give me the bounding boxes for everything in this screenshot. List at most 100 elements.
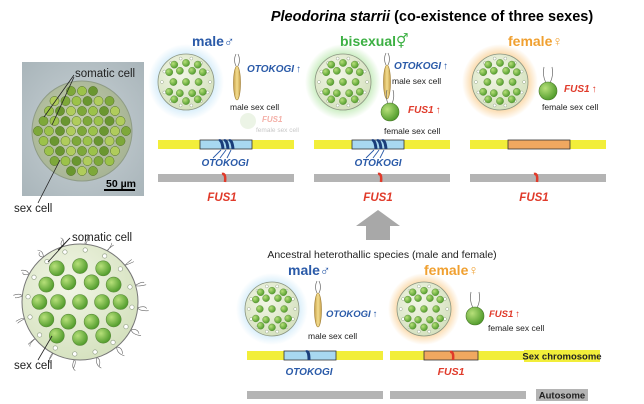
drawing-label-somatic: somatic cell — [72, 232, 132, 244]
photo-cell — [99, 146, 109, 156]
top-male-sex-cell — [233, 65, 241, 101]
top-bisexual-female-flagella — [385, 89, 395, 105]
legend-sex-chromosome: Sex chromosome — [522, 352, 601, 363]
top-female-fus1-mark — [533, 172, 539, 183]
sex-cell — [31, 294, 48, 310]
somatic-cell — [189, 103, 194, 108]
sex-cell — [105, 276, 122, 293]
photo-cell — [66, 106, 76, 116]
ancestral-male-chrom-gene: OTOKOGI — [285, 367, 332, 378]
flagellum — [96, 357, 102, 369]
somatic-cell — [427, 284, 431, 289]
somatic-cell — [492, 56, 497, 61]
photo-cell — [88, 166, 98, 176]
photo-cell — [77, 86, 87, 96]
photo-cell — [71, 116, 82, 126]
photo-cell — [71, 156, 82, 166]
sex-cell — [484, 60, 493, 69]
flagellum — [124, 259, 134, 266]
sex-cell — [194, 78, 203, 86]
top-female-panel: female♀ FUS1↑ female sex cell FUS1 — [462, 33, 606, 204]
sex-cell — [274, 316, 282, 324]
somatic-cell — [417, 284, 421, 289]
photo-cell — [104, 156, 115, 166]
sex-cell — [198, 87, 207, 96]
photo-cell — [104, 96, 115, 106]
sex-cell — [326, 78, 335, 86]
sex-cell — [262, 316, 270, 324]
sex-cell — [420, 305, 428, 313]
sex-cell — [60, 313, 77, 330]
ancestral-female-panel: female♀ FUS1↑ female sex cell FUS1 — [388, 262, 544, 399]
photo-cell — [44, 126, 54, 136]
photo-cell — [99, 106, 109, 116]
flagellum — [135, 281, 147, 287]
top-bisexual-fus1-mark — [377, 172, 383, 183]
sex-cell — [431, 322, 440, 330]
photo-cell — [82, 156, 93, 166]
photo-cell — [110, 146, 120, 156]
photo-cell — [49, 116, 60, 126]
sex-cell — [479, 68, 488, 77]
sex-cell — [284, 314, 292, 323]
top-male-panel: male♂ OTOKOGI↑ male sex cell FUS1 female… — [148, 33, 301, 204]
ancestral-male-otokogi-mark — [305, 350, 311, 361]
somatic-cell — [208, 80, 212, 84]
sex-cell — [432, 305, 440, 313]
somatic-cell — [129, 304, 135, 310]
sex-cell — [496, 78, 504, 86]
photo-cell — [82, 136, 93, 146]
sex-cell — [112, 294, 129, 310]
sex-cell — [355, 87, 364, 96]
figure-title: Pleodorina starrii(co-existence of three… — [271, 9, 593, 25]
photo-label-somatic: somatic cell — [75, 68, 135, 80]
somatic-cell — [72, 351, 78, 357]
sex-cell — [426, 294, 434, 302]
legend-sex-chromosome-swatch — [524, 350, 600, 362]
photo-cell — [60, 96, 71, 106]
top-bisexual-chrom-gene: OTOKOGI — [354, 158, 401, 169]
sex-cell — [182, 97, 190, 105]
photo-cell — [82, 116, 93, 126]
ancestral-male-cell-label: male sex cell — [308, 331, 357, 341]
sex-cell — [95, 327, 111, 344]
somatic-cell — [365, 80, 369, 84]
sex-cell — [350, 95, 359, 104]
ancestral-female-colony — [396, 281, 452, 337]
drawing-pointer-somatic-2 — [47, 237, 71, 263]
somatic-cell — [205, 90, 210, 95]
flagellum — [137, 306, 149, 312]
sex-cell — [188, 89, 197, 98]
sex-cell — [60, 274, 77, 291]
top-male-faded-gene: FUS1 — [262, 115, 283, 124]
photo-cell — [49, 136, 60, 146]
evolution-arrow — [356, 210, 400, 240]
photo-cell — [33, 126, 43, 136]
top-bisexual-otokogi-marks — [371, 139, 388, 150]
somatic-cell — [519, 69, 524, 74]
ancestral-male-autosome — [247, 391, 383, 399]
sex-cell — [198, 68, 207, 77]
top-male-otokogi-pointers — [212, 149, 232, 159]
top-bisexual-male-flagella — [384, 52, 390, 66]
sex-cell — [508, 78, 517, 86]
sex-cell — [436, 295, 444, 304]
top-female-label: female♀ — [508, 33, 563, 49]
photo-cell — [38, 116, 49, 126]
top-male-auto-gene: FUS1 — [207, 192, 236, 204]
top-male-sex-cell-flagella — [234, 53, 240, 67]
somatic-cell — [319, 69, 324, 74]
somatic-cell — [346, 103, 351, 108]
sex-cell — [50, 294, 66, 310]
sex-cell — [170, 60, 179, 69]
somatic-cell — [27, 314, 33, 320]
photo-cell — [121, 126, 131, 136]
top-female-colony — [471, 53, 529, 111]
somatic-cell — [492, 103, 497, 108]
photo-cell — [71, 136, 82, 146]
sex-cell — [489, 66, 498, 75]
sex-cell — [484, 95, 493, 104]
sex-cell — [72, 294, 88, 310]
top-male-chrom-gene: OTOKOGI — [201, 158, 248, 169]
sex-cell — [256, 288, 265, 296]
